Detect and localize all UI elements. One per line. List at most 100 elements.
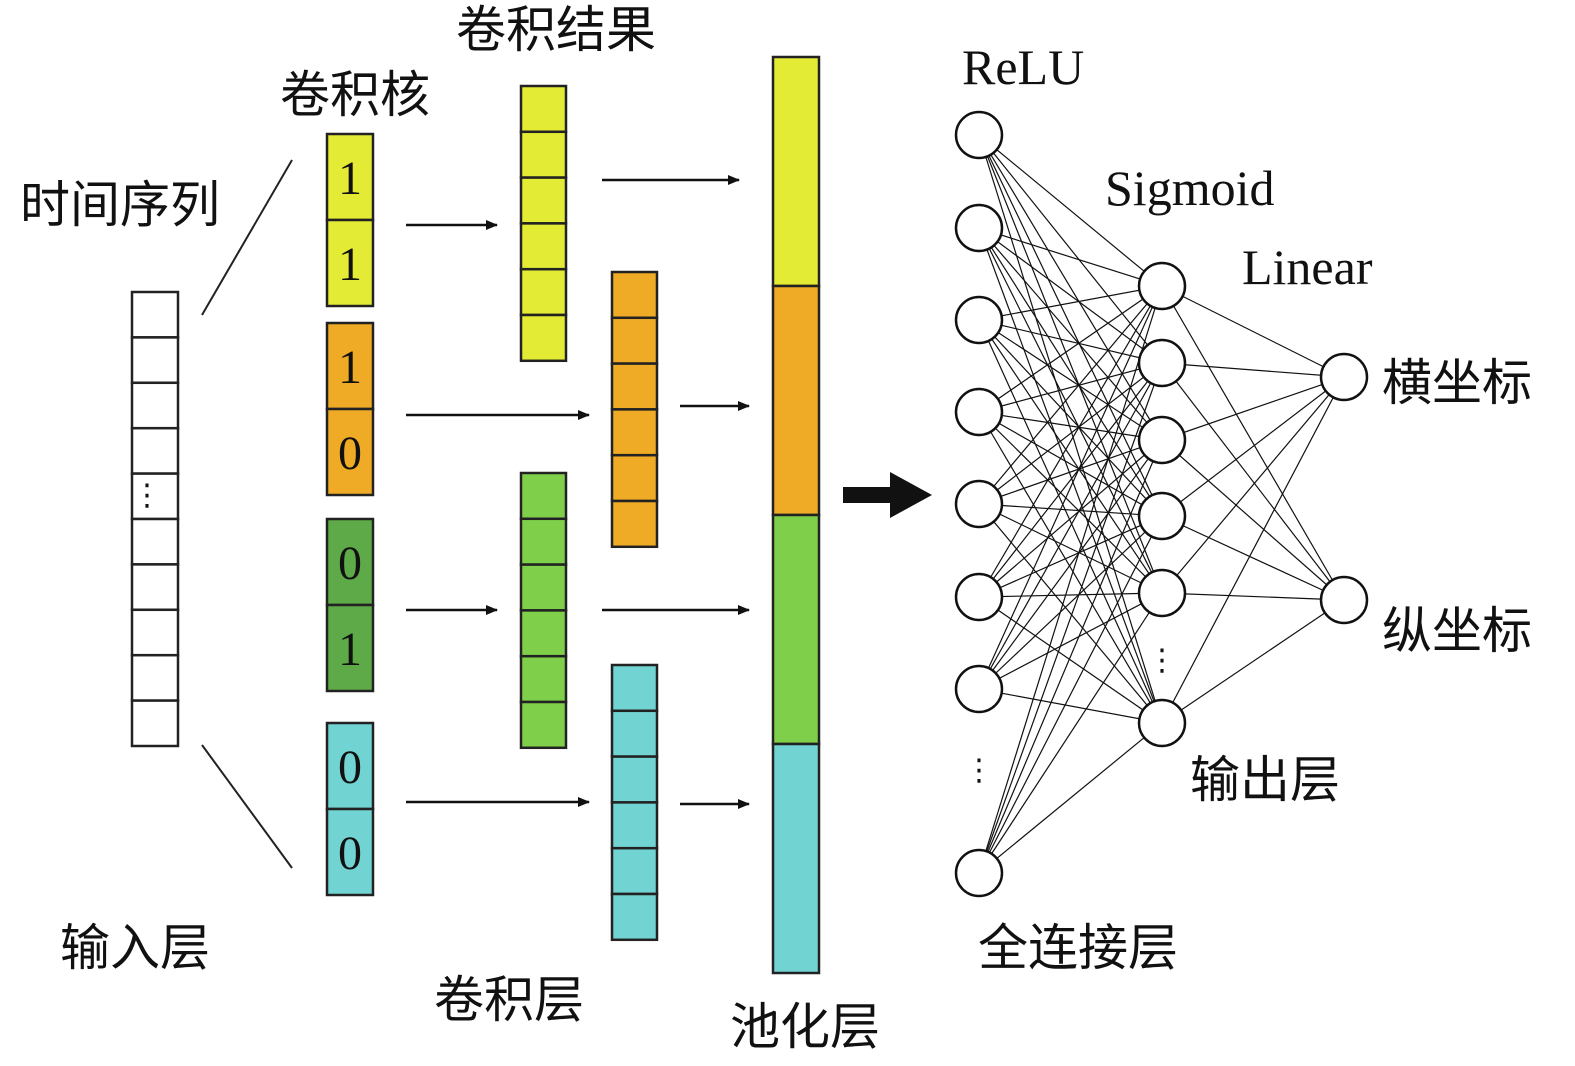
fc-hidden-edge (978, 134, 1163, 724)
fc-node (954, 387, 1004, 437)
hidden-output-edge (1161, 376, 1345, 517)
fc-hidden-edge (978, 134, 1163, 287)
input-layer-label: 输入层 (60, 919, 210, 977)
hidden-output-edge (1161, 439, 1345, 601)
linear-label: Linear (1242, 239, 1373, 295)
fc-hidden-edge (978, 362, 1163, 598)
output-layer-label: 输出层 (1190, 751, 1340, 809)
fc-hidden-edge (978, 362, 1163, 690)
conv-result-cell (519, 471, 568, 521)
conv-result-cell (519, 176, 568, 225)
x-coord-label: 横坐标 (1382, 354, 1532, 412)
kernel-value: 1 (338, 152, 362, 205)
kernel-cell (325, 807, 375, 897)
fc-hidden-edge (978, 227, 1163, 364)
fc-hidden-edge (978, 592, 1163, 874)
fc-hidden-edge (978, 439, 1163, 598)
conv-result-cell (610, 892, 659, 942)
fc-hidden-edge (978, 688, 1163, 724)
fc-hidden-edge (978, 439, 1163, 874)
relu-label: ReLU (962, 39, 1084, 95)
kernel-cell (325, 218, 375, 308)
fc-hidden-edge (978, 285, 1163, 321)
fc-hidden-edge (978, 134, 1163, 594)
fc-hidden-edge (978, 319, 1163, 594)
fc-hidden-edge (978, 592, 1163, 690)
fc-hidden-edge (978, 439, 1163, 690)
input-cell (130, 290, 180, 339)
conv-result-label: 卷积结果 (456, 1, 656, 59)
fc-ellipsis: ⋮ (964, 753, 994, 788)
fc-hidden-edge (978, 285, 1163, 413)
kernel-cell (325, 603, 375, 693)
kernel-value: 0 (338, 427, 362, 480)
hidden-output-edge (1161, 285, 1345, 378)
conv-result-cell (610, 270, 659, 320)
conv-result-cell (519, 130, 568, 179)
fc-hidden-edge (978, 285, 1163, 598)
conv-result-3 (519, 471, 568, 750)
fc-hidden-edge (978, 134, 1163, 441)
input-cell (130, 426, 180, 475)
conv-result-cell (610, 801, 659, 850)
network-nodes (954, 110, 1369, 898)
conv-result-1 (519, 84, 568, 363)
fc-hidden-edge (978, 362, 1163, 874)
time-series-label: 时间序列 (20, 176, 220, 234)
fc-hidden-edge (978, 592, 1163, 598)
big-arrow (843, 472, 932, 518)
conv-result-cell (519, 517, 568, 566)
fc-hidden-edge (978, 134, 1163, 364)
input-sequence (130, 290, 180, 748)
fc-hidden-edge (978, 319, 1163, 364)
fc-hidden-edge (978, 411, 1163, 517)
input-cell (130, 381, 180, 430)
zoom-line-bottom (201, 744, 293, 869)
fc-node (954, 664, 1004, 714)
conv-result-cell (610, 755, 659, 804)
input-cell (130, 563, 180, 612)
input-ellipsis: ⋮ (132, 478, 162, 513)
kernel-3: 01 (325, 517, 375, 693)
kernel-cell (325, 721, 375, 811)
conv-results (519, 84, 659, 942)
conv-layer-label: 卷积层 (434, 971, 584, 1029)
fc-hidden-edge (978, 596, 1163, 724)
pooling-layer-bar (771, 55, 821, 975)
hidden-ellipsis: ⋮ (1147, 643, 1177, 678)
y-coord-label: 纵坐标 (1382, 602, 1532, 660)
hidden-output-edge (1161, 362, 1345, 601)
conv-result-cell (519, 222, 568, 271)
kernel-2: 10 (325, 321, 375, 497)
fc-hidden-edge (978, 285, 1163, 874)
input-cell (130, 336, 180, 385)
fc-hidden-edge (978, 503, 1163, 724)
fc-node (954, 203, 1004, 253)
pool-segment-3 (771, 513, 821, 746)
kernel-cell (325, 517, 375, 607)
fc-hidden-edge (978, 362, 1163, 413)
kernel-value: 1 (338, 623, 362, 676)
kernel-1: 11 (325, 132, 375, 308)
conv-result-cell (610, 663, 659, 713)
fc-node (954, 110, 1004, 160)
fc-hidden-edge (978, 411, 1163, 441)
fc-hidden-edge (978, 319, 1163, 441)
fc-node (954, 572, 1004, 622)
sigmoid-label: Sigmoid (1105, 160, 1274, 216)
kernel-value: 1 (338, 238, 362, 291)
hidden-node (1137, 338, 1187, 388)
fc-node (954, 295, 1004, 345)
input-cell (130, 653, 180, 702)
input-cell (130, 608, 180, 657)
kernel-4: 00 (325, 721, 375, 897)
fc-hidden-edge (978, 503, 1163, 594)
output-node (1319, 352, 1369, 402)
fc-hidden-edge (978, 362, 1163, 505)
pool-segment-4 (771, 742, 821, 975)
hidden-output-edge (1161, 592, 1345, 601)
network-connections (978, 134, 1345, 874)
fc-hidden-edge (978, 227, 1163, 441)
kernel-cell (325, 407, 375, 497)
